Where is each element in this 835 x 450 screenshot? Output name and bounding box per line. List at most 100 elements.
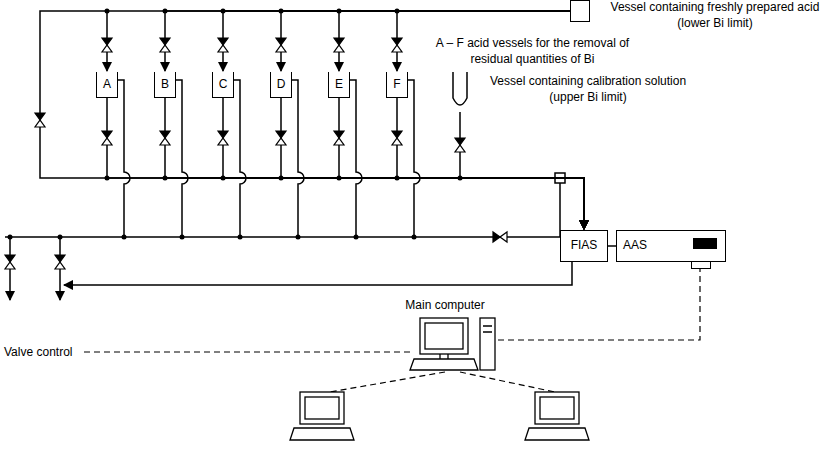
valve-half bbox=[455, 138, 465, 145]
valve-symbol bbox=[334, 38, 344, 52]
keyboard bbox=[290, 428, 354, 440]
note-label: A – F acid vessels for the removal of re… bbox=[425, 36, 640, 67]
monitor bbox=[300, 392, 344, 424]
pipe-connector bbox=[107, 98, 584, 229]
valve-half bbox=[218, 131, 228, 138]
valve-half bbox=[160, 131, 170, 138]
node-label: AAS bbox=[623, 238, 647, 254]
network-line bbox=[460, 372, 555, 392]
valve-symbol bbox=[102, 38, 112, 52]
keyboard bbox=[410, 359, 478, 370]
node-label: D bbox=[277, 77, 286, 93]
valve-symbol bbox=[160, 131, 170, 145]
valve-half bbox=[392, 38, 402, 45]
acid-vessel: F bbox=[386, 72, 408, 98]
node-label: C bbox=[219, 77, 228, 93]
pipe-joint bbox=[180, 235, 185, 240]
calibration-vessel: Vessel containing calibration solution (… bbox=[452, 72, 468, 112]
pipe-joint bbox=[122, 235, 127, 240]
pipe-connector bbox=[397, 98, 584, 229]
waste-pipe bbox=[5, 183, 560, 237]
valve-half bbox=[276, 38, 286, 45]
acid-vessel: B bbox=[154, 72, 176, 98]
funnel-outline bbox=[452, 72, 468, 112]
valve-half bbox=[55, 255, 65, 262]
valve-half bbox=[218, 38, 228, 45]
valve-symbol bbox=[218, 131, 228, 145]
valve-symbol bbox=[5, 255, 15, 269]
node-label: A bbox=[103, 77, 111, 93]
pipe-joint bbox=[58, 235, 63, 240]
valve-half bbox=[334, 38, 344, 45]
valve-symbol bbox=[55, 255, 65, 269]
return-pipe bbox=[64, 262, 572, 285]
outlet-tubes bbox=[8, 9, 463, 240]
drive-slots bbox=[483, 326, 492, 332]
valve-half bbox=[160, 38, 170, 45]
outlet-tube bbox=[118, 80, 130, 237]
workstation bbox=[525, 392, 589, 440]
aas-unit: AAS bbox=[616, 230, 726, 262]
pipe-joint bbox=[238, 235, 243, 240]
funnel-shape bbox=[453, 72, 467, 105]
valve-half bbox=[276, 131, 286, 138]
valve-control-line bbox=[84, 351, 414, 352]
screen bbox=[540, 397, 574, 419]
acid-vessel: E bbox=[328, 72, 350, 98]
pipe-connector bbox=[223, 98, 584, 229]
node-label: B bbox=[161, 77, 169, 93]
signal-line bbox=[496, 266, 700, 340]
valve-symbol bbox=[455, 138, 465, 152]
pipe-connector bbox=[339, 98, 584, 229]
outlet-tube bbox=[408, 80, 420, 237]
signal-lines bbox=[84, 266, 700, 392]
acid-vessel: Vessel containing freshly prepared acid … bbox=[570, 0, 590, 22]
workstation bbox=[290, 392, 354, 440]
pipe-connector bbox=[281, 98, 584, 229]
valve-half bbox=[102, 38, 112, 45]
valve-symbol bbox=[218, 38, 228, 52]
acid-vessel: A bbox=[96, 72, 118, 98]
keyboard bbox=[525, 428, 589, 440]
valve-symbol bbox=[392, 131, 402, 145]
monitor bbox=[535, 392, 579, 424]
valve-symbol bbox=[392, 38, 402, 52]
pipe-joint bbox=[354, 235, 359, 240]
node-label: F bbox=[393, 77, 400, 93]
pipe-joint bbox=[412, 235, 417, 240]
valve-symbol bbox=[493, 232, 507, 242]
outlet-tube bbox=[292, 80, 304, 237]
computer-label: Main computer bbox=[395, 298, 495, 314]
pipe-joint bbox=[296, 235, 301, 240]
outlet-tube bbox=[350, 80, 362, 237]
valve-half bbox=[5, 255, 15, 262]
vessel-caption: Vessel containing freshly prepared acid … bbox=[601, 0, 829, 31]
pipe-joint bbox=[8, 235, 13, 240]
stand bbox=[440, 354, 448, 359]
vessel-caption: Vessel containing calibration solution (… bbox=[478, 74, 698, 105]
valve-symbol bbox=[35, 113, 45, 127]
tower bbox=[480, 318, 495, 370]
pipe-connector bbox=[460, 112, 584, 229]
node-label: FIAS bbox=[571, 238, 598, 254]
valve-half bbox=[334, 131, 344, 138]
fias-unit: FIAS bbox=[560, 230, 608, 262]
outlet-tube bbox=[234, 80, 246, 237]
outlet-tube bbox=[176, 80, 188, 237]
network-line bbox=[330, 372, 445, 392]
valve-symbol bbox=[334, 131, 344, 145]
display-panel bbox=[693, 238, 717, 249]
valve-symbol bbox=[276, 38, 286, 52]
monitor bbox=[420, 318, 468, 354]
valve-half bbox=[392, 131, 402, 138]
instrument-foot bbox=[691, 261, 711, 269]
acid-vessel: C bbox=[212, 72, 234, 98]
signal-label: Valve control bbox=[4, 345, 84, 361]
valve-symbol bbox=[102, 131, 112, 145]
valve-half bbox=[493, 232, 500, 242]
screen bbox=[305, 397, 339, 419]
valve-symbol bbox=[160, 38, 170, 52]
